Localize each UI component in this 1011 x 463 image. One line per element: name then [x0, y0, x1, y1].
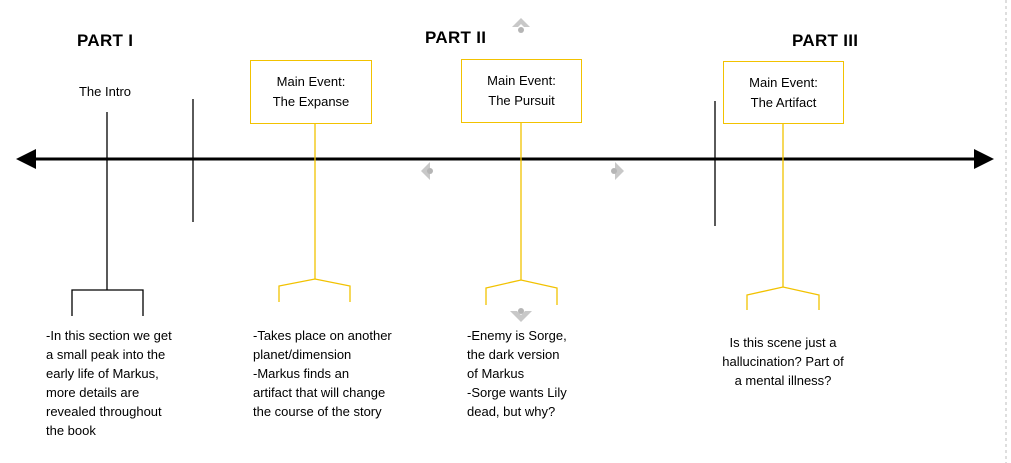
description-line: artifact that will change [253, 385, 386, 400]
description-intro: -In this section we get a small peak int… [46, 326, 172, 440]
description-line: -In this section we get [46, 328, 172, 343]
event-box-line2: The Expanse [272, 94, 350, 109]
description-line: a small peak into the [46, 347, 166, 362]
nav-arrow-down-icon[interactable] [510, 308, 532, 322]
event-box-line1: Main Event: [276, 74, 346, 89]
event-box-line2: The Artifact [750, 94, 817, 110]
nav-arrow-up-icon[interactable] [512, 18, 530, 33]
event-box-line2: The Pursuit [488, 93, 555, 108]
description-line: -Sorge wants Lily [467, 385, 567, 400]
part-3-title: PART III [792, 31, 859, 50]
part-2-title: PART II [425, 28, 487, 47]
description-line: dead, but why? [467, 404, 556, 419]
description-expanse: -Takes place on another planet/dimension… [253, 326, 392, 421]
description-line: hallucination? Part of [722, 354, 844, 369]
event-box-line1: Main Event: [487, 73, 556, 88]
event-box-artifact: Main Event: The Artifact [723, 61, 844, 124]
description-line: -Enemy is Sorge, [467, 328, 567, 343]
event-box-pursuit: Main Event: The Pursuit [461, 59, 582, 123]
intro-connector [71, 112, 144, 316]
nav-arrow-right-icon[interactable] [611, 162, 624, 180]
description-line: early life of Markus, [46, 366, 159, 381]
description-line: Is this scene just a [729, 335, 837, 350]
description-line: -Markus finds an [253, 366, 350, 381]
event-box-line1: Main Event: [749, 74, 818, 90]
nav-arrow-left-icon[interactable] [421, 162, 433, 180]
description-line: the dark version [467, 347, 560, 362]
artifact-connector [746, 124, 820, 310]
event-box-expanse: Main Event: The Expanse [250, 60, 372, 124]
description-artifact: Is this scene just a hallucination? Part… [703, 333, 863, 390]
description-line: more details are [46, 385, 140, 400]
timeline-arrow-right-icon [974, 149, 994, 169]
description-line: the course of the story [253, 404, 382, 419]
description-line: revealed throughout [46, 404, 162, 419]
description-line: planet/dimension [253, 347, 352, 362]
description-line: -Takes place on another [253, 328, 392, 343]
expanse-connector [278, 124, 351, 302]
part-1-title: PART I [77, 31, 134, 50]
description-line: of Markus [467, 366, 525, 381]
pursuit-connector [485, 123, 558, 305]
description-line: a mental illness? [734, 373, 832, 388]
description-pursuit: -Enemy is Sorge, the dark version of Mar… [467, 326, 567, 421]
description-line: the book [46, 423, 96, 438]
timeline-arrow-left-icon [16, 149, 36, 169]
intro-label: The Intro [78, 84, 132, 99]
